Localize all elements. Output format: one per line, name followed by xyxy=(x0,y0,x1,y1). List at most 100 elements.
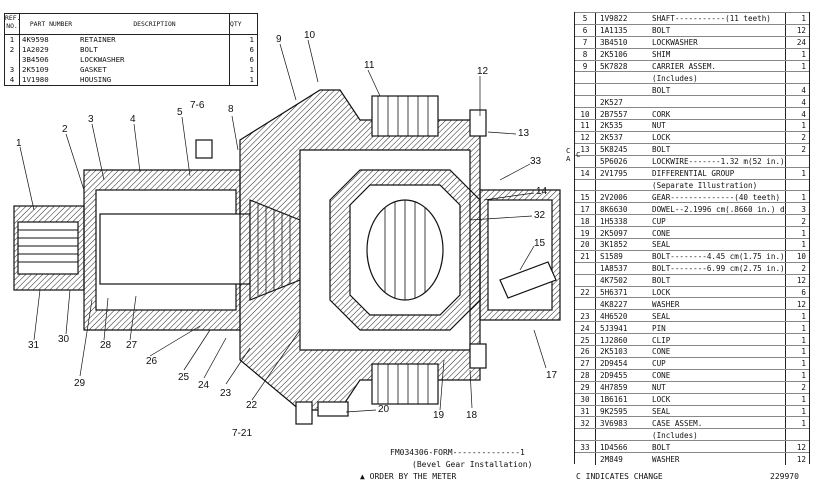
cell-desc: BOLT xyxy=(652,145,671,155)
callout-label: 5 xyxy=(177,107,183,118)
cell-ref: 10 xyxy=(575,108,596,121)
cell-qty: 12 xyxy=(785,274,809,287)
cell-part: 3B4506 xyxy=(22,55,49,64)
cell-ref: 17 xyxy=(575,203,596,216)
cell-ref xyxy=(575,453,596,465)
cell-desc: DOWEL--2.1996 cm(.8660 in.) dia. xyxy=(652,204,785,214)
callout-label: 10 xyxy=(304,30,316,41)
cell-desc: WASHER xyxy=(652,454,680,464)
cell-qty: 12 xyxy=(785,298,809,311)
cell-ref: 28 xyxy=(575,369,596,382)
cell-qty: 1 xyxy=(785,393,809,406)
order-marker-a: A xyxy=(566,154,571,163)
change-note: C INDICATES CHANGE xyxy=(576,472,663,481)
cell-qty: 1 xyxy=(785,227,809,239)
plate-number: 229970 xyxy=(770,472,799,481)
cell-part: 1D4566 xyxy=(600,442,628,452)
cell-qty: 1 xyxy=(229,65,257,75)
cell-qty: 1 xyxy=(785,417,809,430)
cell-ref: 6 xyxy=(575,24,596,37)
cell-desc: SEAL xyxy=(652,240,671,250)
callout-label: 17 xyxy=(546,370,558,381)
cell-ref: 12 xyxy=(575,131,596,144)
callout-label: 29 xyxy=(74,378,86,389)
illustration-subtitle: (Bevel Gear Installation) xyxy=(412,460,533,469)
cell-qty: 6 xyxy=(785,286,809,299)
cell-ref: 24 xyxy=(575,322,596,335)
cell-desc: RETAINER xyxy=(80,35,116,44)
cell-part: 2K5103 xyxy=(600,347,628,357)
cell-qty: 24 xyxy=(785,36,809,49)
cell-qty: 1 xyxy=(785,357,809,370)
callout-label: 33 xyxy=(530,156,542,167)
cell-part: 2K5109 xyxy=(22,65,49,74)
cell-part: 2B7557 xyxy=(600,109,628,119)
cell-desc: GEAR--------------(40 teeth) xyxy=(652,192,781,202)
cell-part: S1589 xyxy=(600,252,623,262)
cell-qty: 3 xyxy=(785,203,809,216)
cell-ref xyxy=(575,262,596,275)
cell-desc: CONE xyxy=(652,228,671,238)
cell-part: 2K5097 xyxy=(600,228,628,238)
cell-desc: LOCK xyxy=(652,133,671,143)
cell-desc: BOLT xyxy=(652,442,671,452)
cell-qty: 2 xyxy=(785,143,809,156)
cell-ref xyxy=(575,155,596,168)
cell-qty: 1 xyxy=(229,75,257,85)
cell-desc: BOLT--------4.45 cm(1.75 in.) long xyxy=(652,252,785,262)
cell-qty: 1 xyxy=(785,60,809,73)
cell-qty: 1 xyxy=(785,310,809,323)
cell-ref: 18 xyxy=(575,215,596,228)
cell-qty: 1 xyxy=(785,167,809,180)
cell-desc: NUT xyxy=(652,383,666,393)
cell-part: 5H6371 xyxy=(600,288,628,298)
cell-part: 1A1135 xyxy=(600,26,628,36)
callout-label: 8 xyxy=(228,104,234,115)
cell-ref: 3 xyxy=(5,65,20,75)
cell-ref: 23 xyxy=(575,310,596,323)
cell-desc: PIN xyxy=(652,323,666,333)
cell-ref: 21 xyxy=(575,250,596,263)
order-by-meter-note: ▲ ORDER BY THE METER xyxy=(360,472,457,481)
callout-label: 1 xyxy=(16,138,22,149)
cell-ref: 29 xyxy=(575,381,596,394)
cell-desc: SHAFT-----------(11 teeth) xyxy=(652,14,771,24)
cell-part: 1A2029 xyxy=(22,45,49,54)
cell-part: 2K535 xyxy=(600,121,623,131)
cell-desc: WASHER xyxy=(652,299,680,309)
cell-ref: 7 xyxy=(575,36,596,49)
cell-qty xyxy=(785,155,809,168)
cell-qty: 2 xyxy=(785,262,809,275)
cell-desc: BOLT--------6.99 cm(2.75 in.) long xyxy=(652,264,785,274)
cell-ref: 1 xyxy=(5,35,20,45)
cell-desc: CARRIER ASSEM. xyxy=(652,62,717,72)
callout-label: 3 xyxy=(88,114,94,125)
cell-ref: 14 xyxy=(575,167,596,180)
cell-part: 1H5338 xyxy=(600,216,628,226)
cell-part: 4H6520 xyxy=(600,311,628,321)
parts-list-row: (Separate Illustration) xyxy=(575,178,809,192)
cell-part: 5K7828 xyxy=(600,62,628,72)
header-desc: DESCRIPTION xyxy=(133,20,176,28)
cell-part: 5J3941 xyxy=(600,323,628,333)
cell-qty: 1 xyxy=(785,334,809,347)
cell-part: 2M849 xyxy=(600,454,623,464)
cell-ref xyxy=(575,274,596,287)
parts-list-row: 21 S1589 BOLT--------4.45 cm(1.75 in.) lon… xyxy=(575,249,809,263)
cell-ref: 22 xyxy=(575,286,596,299)
cell-qty: 1 xyxy=(785,48,809,61)
callout-label: 20 xyxy=(378,404,390,415)
